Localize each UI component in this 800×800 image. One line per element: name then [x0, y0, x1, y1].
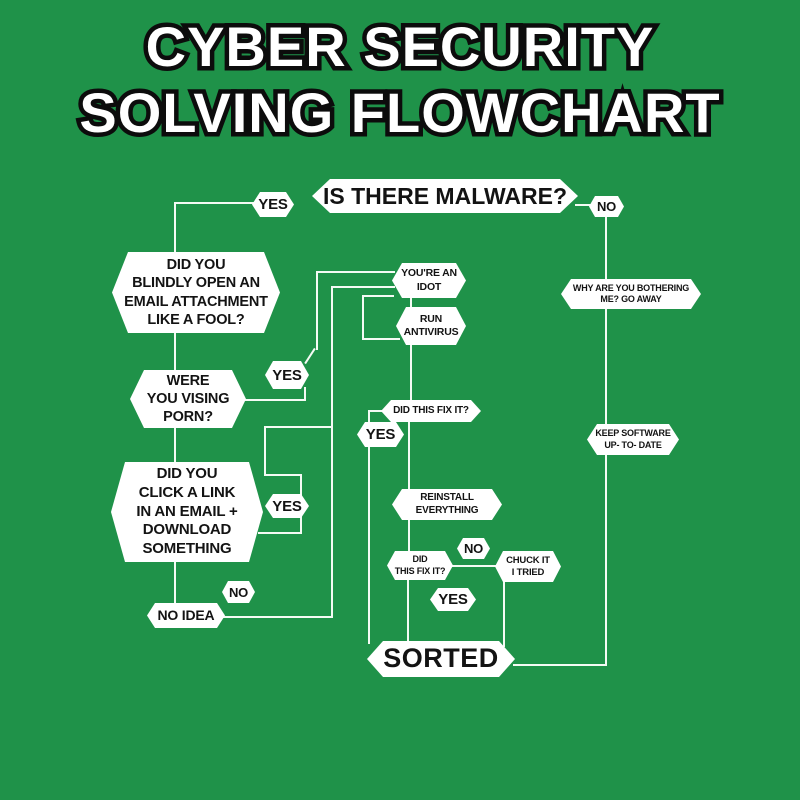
- connector-line: [258, 532, 302, 534]
- label-yes-click: YES: [265, 494, 309, 518]
- node-is-there-malware: IS THERE MALWARE?: [312, 179, 578, 213]
- label-yes-porn: YES: [265, 361, 309, 389]
- title-line-1: CYBER SECURITY: [141, 10, 658, 82]
- connector-line: [316, 271, 395, 273]
- connector-line: [605, 308, 607, 425]
- label-no-fix2: NO: [457, 538, 490, 559]
- label-no-click: NO: [222, 581, 255, 603]
- connector-line: [175, 202, 255, 204]
- connector-line: [368, 410, 385, 412]
- connector-line: [408, 421, 410, 490]
- connector-line: [174, 561, 176, 605]
- node-no-idea: NO IDEA: [147, 603, 225, 628]
- connector-line: [304, 387, 306, 401]
- connector-line: [362, 338, 400, 340]
- node-were-you-vising-porn: WERE YOU VISING PORN?: [130, 370, 246, 428]
- connector-line: [174, 202, 176, 252]
- label-yes-malware: YES: [252, 192, 294, 217]
- connector-line: [362, 295, 364, 340]
- node-chuck-it-i-tried: CHUCK IT I TRIED: [495, 551, 561, 582]
- connector-line: [331, 286, 395, 288]
- connector-line: [331, 286, 333, 618]
- connector-line: [243, 399, 306, 401]
- node-did-this-fix-it-2: DID THIS FIX IT?: [387, 551, 453, 580]
- connector-line: [503, 580, 505, 647]
- connector-line: [450, 565, 497, 567]
- connector-line: [362, 295, 394, 297]
- connector-line: [410, 344, 412, 401]
- connector-line: [264, 426, 333, 428]
- connector-line: [316, 271, 318, 350]
- connector-line: [410, 296, 412, 309]
- label-no-malware: NO: [589, 196, 624, 217]
- node-why-are-you-bothering-me: WHY ARE YOU BOTHERING ME? GO AWAY: [561, 279, 701, 309]
- connector-line: [575, 204, 593, 206]
- connector-line: [408, 518, 410, 553]
- connector-line: [174, 331, 176, 371]
- title-line-2: SOLVING FLOWCHART: [75, 77, 724, 149]
- node-run-antivirus: RUN ANTIVIRUS: [396, 307, 466, 345]
- connector-line: [264, 474, 302, 476]
- connector-line: [368, 410, 370, 644]
- connector-line: [407, 579, 409, 643]
- node-click-a-link-download: DID YOU CLICK A LINK IN AN EMAIL + DOWNL…: [111, 462, 263, 562]
- label-yes-fix1: YES: [357, 422, 404, 447]
- node-youre-an-idot: YOU'RE AN IDOT: [392, 263, 466, 298]
- node-sorted: SORTED: [367, 641, 515, 677]
- node-reinstall-everything: REINSTALL EVERYTHING: [392, 489, 502, 520]
- connector-line: [605, 453, 607, 666]
- node-blindly-open-attachment: DID YOU BLINDLY OPEN AN EMAIL ATTACHMENT…: [112, 252, 280, 333]
- connector-line: [222, 616, 333, 618]
- label-yes-fix2: YES: [430, 588, 476, 611]
- node-keep-software-up-to-date: KEEP SOFTWARE UP- TO- DATE: [587, 424, 679, 455]
- connector-line: [605, 214, 607, 281]
- connector-line: [264, 426, 266, 476]
- connector-line: [304, 347, 316, 365]
- page-title: CYBER SECURITY SOLVING FLOWCHART: [0, 10, 800, 149]
- node-did-this-fix-it-1: DID THIS FIX IT?: [381, 400, 481, 422]
- connector-line: [513, 664, 607, 666]
- connector-line: [174, 427, 176, 463]
